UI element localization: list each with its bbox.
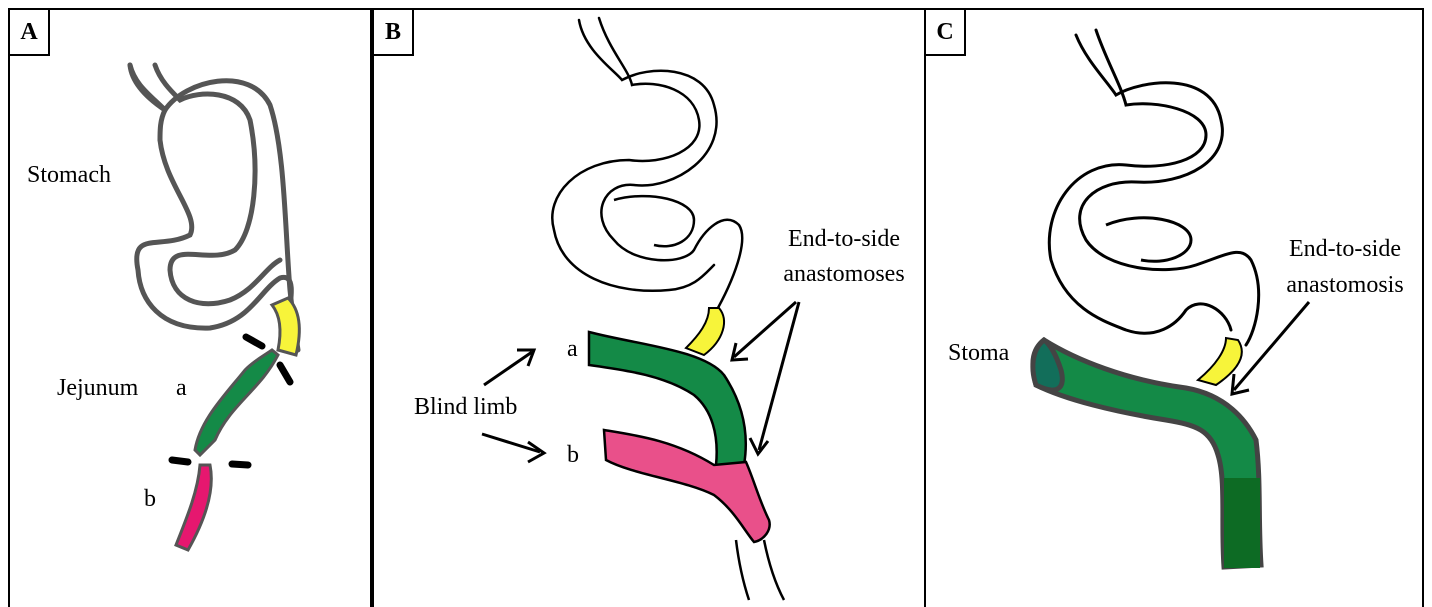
label-a: a: [176, 376, 187, 400]
label-anastomosis: anastomosis: [1286, 273, 1403, 297]
outflow-line-right: [764, 540, 784, 600]
panel-b: B End-to-side anastomose: [372, 8, 926, 607]
stomach-outline-inner: [552, 18, 714, 291]
panel-letter-a: A: [8, 8, 50, 56]
arrow-anastomosis: [1232, 302, 1309, 394]
stomach-inner-fold: [614, 196, 694, 246]
panel-b-diagram: [374, 10, 926, 607]
cut-mark-lower-right: [232, 464, 248, 465]
stomach-body: [137, 140, 292, 340]
label-stoma: Stoma: [948, 341, 1009, 365]
cut-mark-upper-right: [280, 365, 290, 382]
yellow-segment: [1198, 338, 1242, 385]
label-end-to-side: End-to-side: [1289, 237, 1401, 261]
label-anastomoses: anastomoses: [783, 262, 904, 286]
label-stomach: Stomach: [27, 163, 111, 187]
green-segment: [195, 350, 278, 455]
label-jejunum: Jejunum: [57, 376, 138, 400]
panel-c-diagram: [926, 10, 1424, 607]
yellow-segment: [272, 298, 299, 355]
arrow-blind-limb-b: [482, 434, 544, 462]
pink-segment: [176, 465, 211, 550]
label-end-to-side-1: End-to-side: [788, 227, 900, 251]
arrow-blind-limb-a: [484, 350, 534, 385]
panel-a-diagram: [10, 10, 372, 607]
stomach-outline: [579, 20, 742, 315]
label-b: b: [144, 487, 156, 511]
label-a: a: [567, 337, 578, 361]
stomach-inner-fold: [1106, 218, 1191, 262]
panel-c: C End-to-side anastomosis Stoma: [924, 8, 1424, 607]
label-blind-limb: Blind limb: [414, 395, 517, 419]
panel-letter-c: C: [924, 8, 966, 56]
cut-mark-upper-left: [246, 337, 262, 346]
cut-mark-lower-left: [172, 460, 188, 462]
panel-a: A Stomach Jejunum a b: [8, 8, 372, 607]
stomach-outline: [1076, 35, 1259, 345]
panel-letter-b: B: [372, 8, 414, 56]
label-b: b: [567, 443, 579, 467]
distal-bowel: [1224, 478, 1260, 568]
yellow-segment: [686, 308, 724, 355]
outflow-line-left: [736, 540, 749, 600]
arrow-anastomosis-lower: [750, 302, 799, 454]
